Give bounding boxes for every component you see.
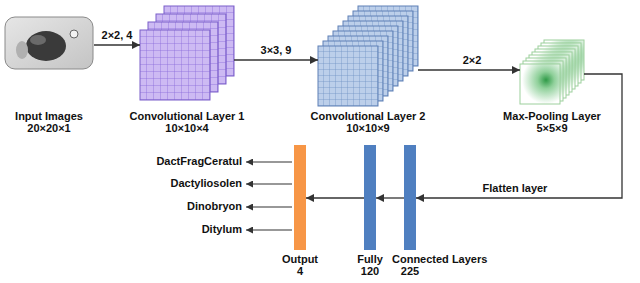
class-arrows: [246, 162, 292, 230]
layer-size: 5×5×9: [503, 122, 601, 134]
feature-maps: [318, 6, 418, 106]
conv-layer: Convolutional Layer 210×10×9: [318, 6, 418, 106]
class-name: Dinobryon: [187, 200, 242, 212]
node-texts: Convolutional Layer 110×10×4: [130, 110, 245, 134]
layer-name: Output: [282, 253, 318, 265]
connector-arrow: [416, 74, 622, 198]
layer-size: 20×20×1: [15, 122, 83, 134]
connector-arrow: [234, 59, 318, 60]
class-name: Dactyliosolen: [170, 177, 242, 189]
edge-label: 2×2: [461, 54, 484, 66]
feature-maps: [140, 6, 234, 100]
input-image: [5, 17, 93, 69]
class-name: DactFragCeratul: [156, 155, 242, 167]
conv-layer: Convolutional Layer 110×10×4: [140, 6, 234, 100]
node-texts: 120: [361, 265, 379, 277]
layer-name: Convolutional Layer 2: [311, 110, 426, 122]
connector-arrow: [376, 197, 404, 198]
output-layer: Output4: [294, 145, 306, 250]
node-texts: Input Images20×20×1: [15, 110, 83, 134]
dense-layer: 120: [364, 145, 376, 250]
edge-label: 2×2, 4: [100, 29, 135, 41]
pooling-layer: Max-Pooling Layer5×5×9: [520, 40, 584, 104]
dense-layer: 225: [404, 145, 416, 250]
layer-name: 225: [401, 265, 419, 277]
layer-size: 10×10×9: [311, 122, 426, 134]
edge-label: Flatten layer: [481, 182, 550, 194]
connector-arrow: [306, 197, 364, 198]
layer-size: 10×10×4: [130, 122, 245, 134]
node-texts: Max-Pooling Layer5×5×9: [503, 110, 601, 134]
layer-name: 120: [361, 265, 379, 277]
connector-arrow: [418, 69, 520, 70]
pooled-maps: [520, 40, 584, 104]
layer-name: Input Images: [15, 110, 83, 122]
input-node: Input Images20×20×1: [4, 15, 94, 71]
class-name: Ditylum: [202, 223, 242, 235]
node-texts: Output4: [282, 253, 318, 277]
layer-caption: Connected Layers: [392, 253, 487, 265]
node-texts: 225: [401, 265, 419, 277]
edge-label: 3×3, 9: [259, 44, 294, 56]
layer-name: Max-Pooling Layer: [503, 110, 601, 122]
node-texts: Convolutional Layer 210×10×9: [311, 110, 426, 134]
layer-size: 4: [282, 265, 318, 277]
layer-caption: Fully: [357, 253, 383, 265]
layer-name: Convolutional Layer 1: [130, 110, 245, 122]
connector-arrow: [94, 44, 140, 45]
